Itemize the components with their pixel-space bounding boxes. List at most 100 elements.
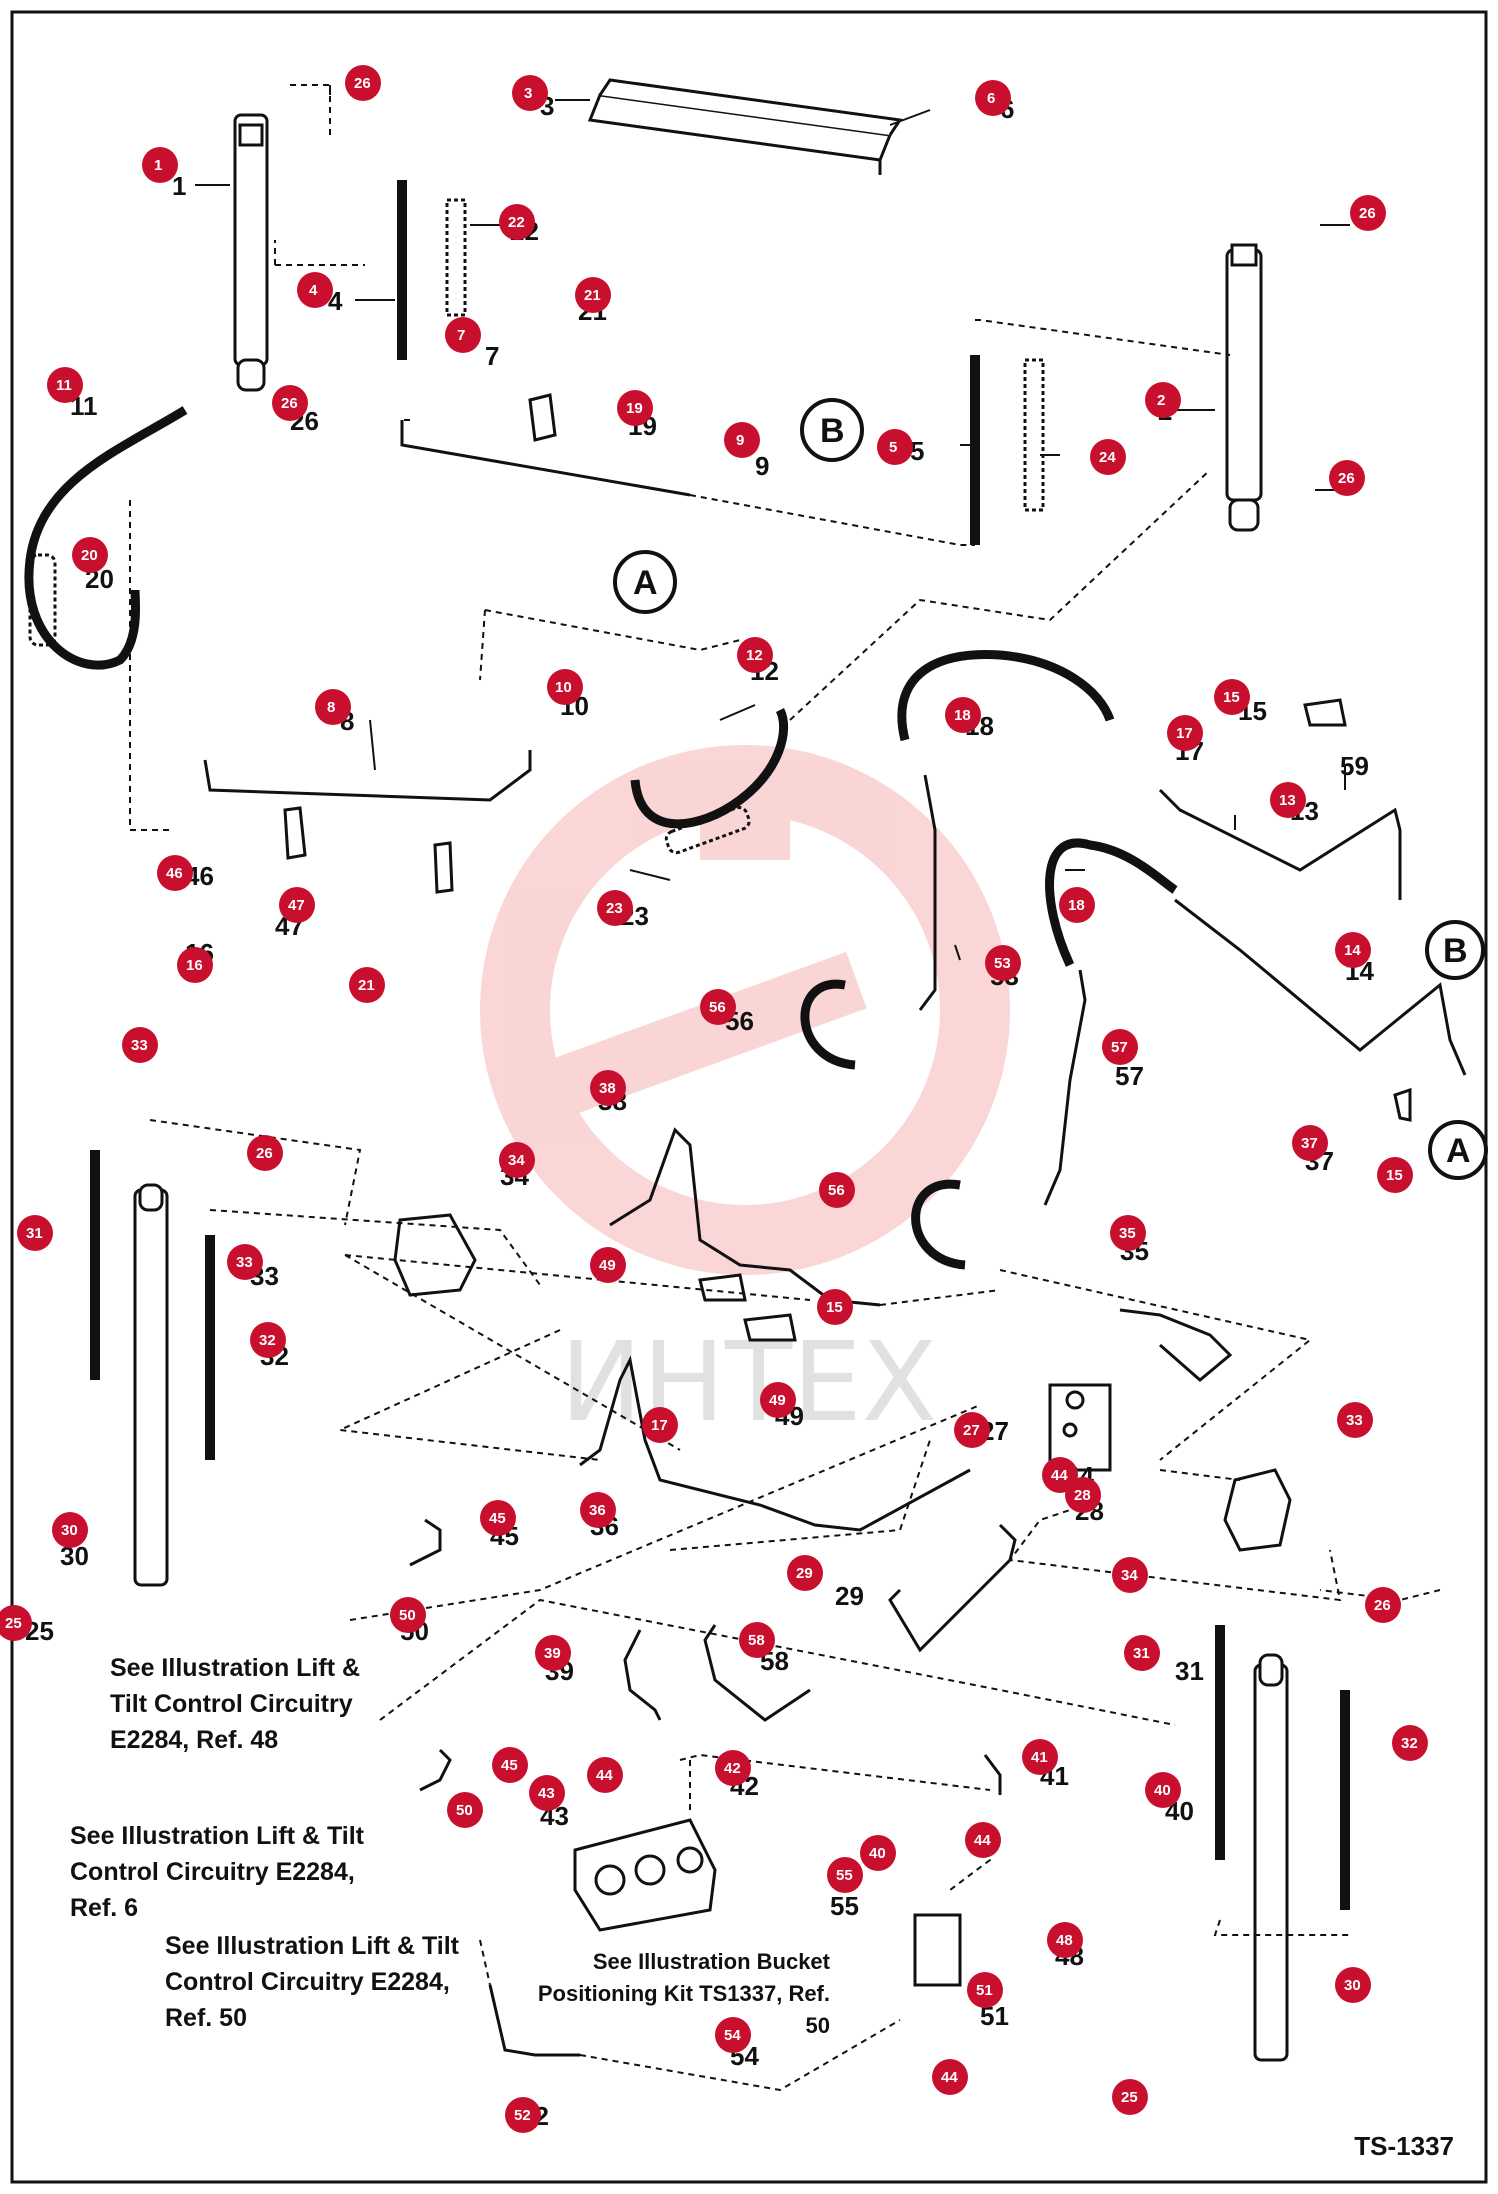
callout-32-right[interactable]: 32 [1392,1725,1428,1761]
callout-25-right[interactable]: 25 [1112,2079,1148,2115]
callout-14[interactable]: 14 [1335,932,1371,968]
callout-15-right[interactable]: 15 [1377,1157,1413,1193]
callout-5[interactable]: 5 [877,429,913,465]
callout-26-e[interactable]: 26 [247,1135,283,1171]
callout-44-c[interactable]: 44 [965,1822,1001,1858]
callout-52[interactable]: 52 [505,2097,541,2133]
callout-33-c[interactable]: 33 [1337,1402,1373,1438]
callout-55[interactable]: 55 [827,1857,863,1893]
callout-26-c[interactable]: 26 [1350,195,1386,231]
letter-a-top: A [613,550,677,614]
callout-29[interactable]: 29 [787,1555,823,1591]
callout-40-a[interactable]: 40 [1145,1772,1181,1808]
svg-text:26: 26 [281,395,298,412]
svg-text:3: 3 [524,85,532,102]
callout-31-left[interactable]: 31 [17,1215,53,1251]
callout-42[interactable]: 42 [715,1750,751,1786]
callout-9[interactable]: 9 [724,422,760,458]
callout-2[interactable]: 2 [1145,382,1181,418]
callout-17-mid[interactable]: 17 [642,1407,678,1443]
callout-15-mid[interactable]: 15 [817,1289,853,1325]
callout-3[interactable]: 3 [512,75,548,111]
callout-36[interactable]: 36 [580,1492,616,1528]
callout-8[interactable]: 8 [315,689,351,725]
svg-text:16: 16 [186,957,203,974]
callout-26-d[interactable]: 26 [1329,460,1365,496]
callout-58[interactable]: 58 [739,1622,775,1658]
callout-56-b[interactable]: 56 [819,1172,855,1208]
callout-22[interactable]: 22 [499,204,535,240]
callout-33-b[interactable]: 33 [227,1244,263,1280]
callout-16[interactable]: 16 [177,947,213,983]
callout-51[interactable]: 51 [967,1972,1003,2008]
svg-text:44: 44 [596,1767,613,1784]
callout-12[interactable]: 12 [737,637,773,673]
svg-text:15: 15 [1386,1167,1403,1184]
callout-43[interactable]: 43 [529,1775,565,1811]
callout-6[interactable]: 6 [975,80,1011,116]
callout-53[interactable]: 53 [985,945,1021,981]
callout-33-a[interactable]: 33 [122,1027,158,1063]
svg-text:22: 22 [508,214,525,231]
callout-13[interactable]: 13 [1270,782,1306,818]
callout-31-right[interactable]: 31 [1124,1635,1160,1671]
callout-49-a[interactable]: 49 [590,1247,626,1283]
callout-18-a[interactable]: 18 [945,697,981,733]
callout-26-b[interactable]: 26 [272,385,308,421]
callout-50-b[interactable]: 50 [447,1792,483,1828]
callout-25-left[interactable]: 25 [0,1605,32,1641]
callout-11[interactable]: 11 [47,367,83,403]
callout-27[interactable]: 27 [954,1412,990,1448]
callout-49-b[interactable]: 49 [760,1382,796,1418]
callout-7[interactable]: 7 [445,317,481,353]
callout-21-mid[interactable]: 21 [349,967,385,1003]
svg-text:38: 38 [599,1080,616,1097]
clip-15-right [1393,1087,1412,1122]
callout-26-a[interactable]: 26 [345,65,381,101]
callout-32-left[interactable]: 32 [250,1322,286,1358]
callout-23[interactable]: 23 [597,890,633,926]
callout-50-a[interactable]: 50 [390,1597,426,1633]
svg-text:44: 44 [974,1832,991,1849]
callout-15-top[interactable]: 15 [1214,679,1250,715]
callout-1[interactable]: 1 [142,147,178,183]
callout-41[interactable]: 41 [1022,1739,1058,1775]
svg-text:17: 17 [1176,725,1193,742]
callout-46[interactable]: 46 [157,855,193,891]
callout-45-a[interactable]: 45 [480,1500,516,1536]
callout-35[interactable]: 35 [1110,1215,1146,1251]
callout-47[interactable]: 47 [279,887,315,923]
callout-39[interactable]: 39 [535,1635,571,1671]
svg-text:8: 8 [327,699,335,716]
callout-38[interactable]: 38 [590,1070,626,1106]
callout-34-left[interactable]: 34 [499,1142,535,1178]
callout-30-right[interactable]: 30 [1335,1967,1371,2003]
callout-34-right[interactable]: 34 [1112,1557,1148,1593]
callout-21-top[interactable]: 21 [575,277,611,313]
callout-44-d[interactable]: 44 [932,2059,968,2095]
callout-20[interactable]: 20 [72,537,108,573]
svg-text:23: 23 [606,900,623,917]
callout-57[interactable]: 57 [1102,1029,1138,1065]
svg-text:49: 49 [599,1257,616,1274]
callout-18-b[interactable]: 18 [1059,887,1095,923]
clip-15-mid [698,1273,747,1302]
callout-17-top[interactable]: 17 [1167,715,1203,751]
callout-54[interactable]: 54 [715,2017,751,2053]
callout-48[interactable]: 48 [1047,1922,1083,1958]
callout-30-left[interactable]: 30 [52,1512,88,1548]
callout-37[interactable]: 37 [1292,1125,1328,1161]
callout-24[interactable]: 24 [1090,439,1126,475]
callout-44-a[interactable]: 44 [1042,1457,1078,1493]
tube-53 [918,774,937,1011]
svg-text:30: 30 [1344,1977,1361,1994]
svg-text:26: 26 [1338,470,1355,487]
callout-44-b[interactable]: 44 [587,1757,623,1793]
callout-26-f[interactable]: 26 [1365,1587,1401,1623]
callout-56-a[interactable]: 56 [700,989,736,1025]
callout-40-b[interactable]: 40 [860,1835,896,1871]
callout-10[interactable]: 10 [547,669,583,705]
callout-4[interactable]: 4 [297,272,333,308]
callout-45-b[interactable]: 45 [492,1747,528,1783]
callout-19[interactable]: 19 [617,390,653,426]
